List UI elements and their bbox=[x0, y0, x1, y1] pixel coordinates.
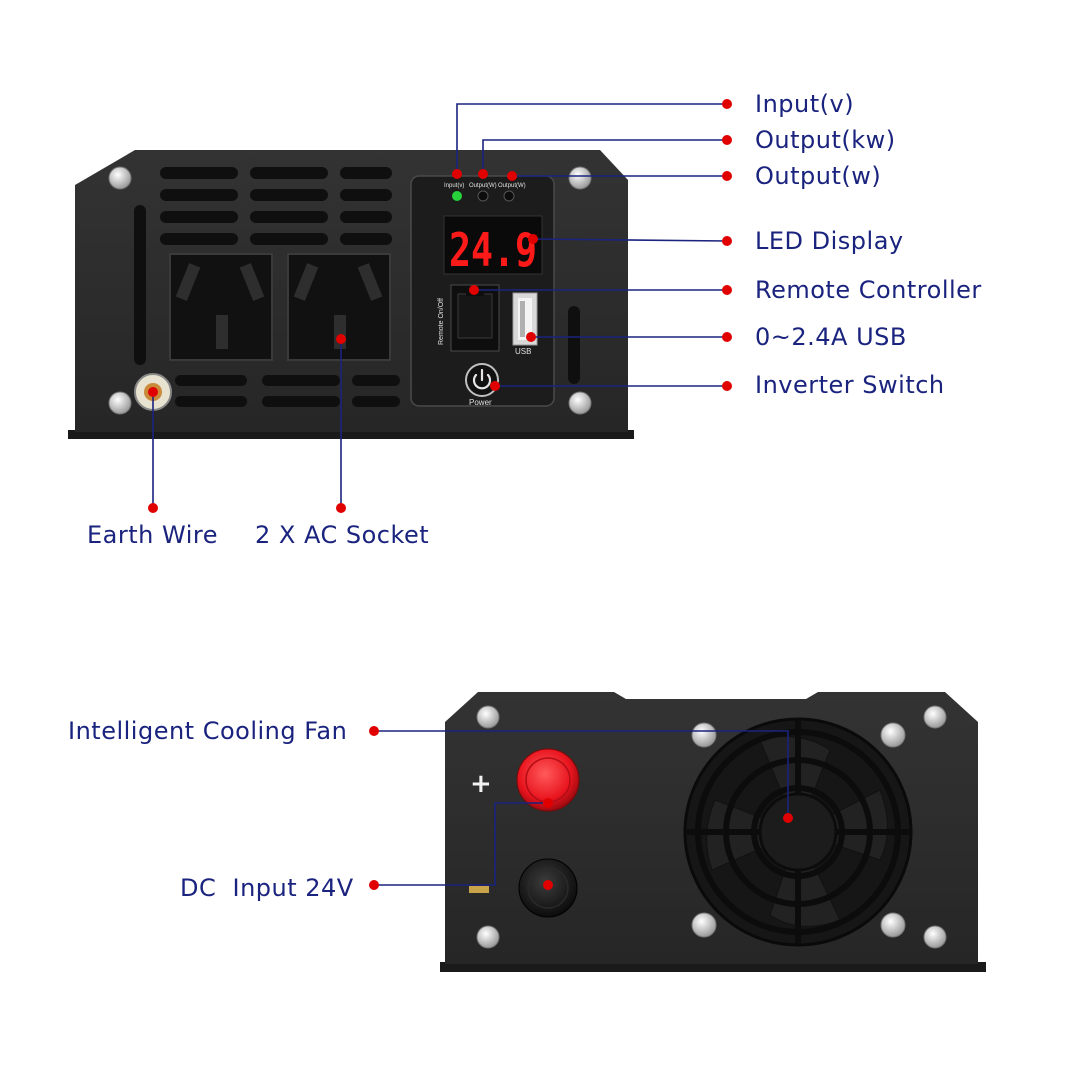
label-dc-input: DC Input 24V bbox=[180, 874, 354, 902]
usb-label: USB bbox=[515, 347, 531, 356]
screw-icon bbox=[108, 166, 592, 415]
label-remote-controller: Remote Controller bbox=[755, 276, 982, 304]
label-earth-wire: Earth Wire bbox=[87, 521, 218, 549]
remote-label: Remote On/Off bbox=[438, 298, 445, 345]
bottom-callout-dots bbox=[369, 726, 793, 890]
screw-icon bbox=[476, 705, 947, 949]
leader-led-display bbox=[532, 238, 728, 242]
leader-output-kw bbox=[482, 139, 727, 174]
indicator-label-input: Input(v) bbox=[444, 183, 464, 189]
label-led-display: LED Display bbox=[755, 227, 904, 255]
label-usb: 0~2.4A USB bbox=[755, 323, 907, 351]
label-ac-socket: 2 X AC Socket bbox=[255, 521, 430, 549]
ac-socket-2 bbox=[287, 253, 391, 361]
output-kw-indicator-led bbox=[477, 190, 489, 202]
led-display bbox=[443, 215, 543, 275]
usb-port bbox=[512, 292, 538, 346]
positive-symbol: + bbox=[470, 769, 492, 799]
label-cooling-fan: Intelligent Cooling Fan bbox=[68, 717, 348, 745]
label-output-w: Output(w) bbox=[755, 162, 882, 190]
leader-cooling-fan bbox=[374, 730, 789, 818]
bottom-vents bbox=[175, 375, 400, 407]
right-slot bbox=[568, 306, 580, 384]
input-indicator-led bbox=[452, 191, 462, 201]
rear-base-plate bbox=[440, 962, 986, 972]
left-slot bbox=[134, 205, 146, 365]
top-callout-dots bbox=[148, 99, 732, 513]
positive-terminal bbox=[516, 748, 580, 812]
remote-port bbox=[450, 284, 500, 352]
power-icon bbox=[472, 368, 492, 390]
base-plate bbox=[68, 430, 634, 439]
led-display-value: 24.9 bbox=[449, 223, 537, 277]
top-callouts bbox=[152, 103, 728, 508]
top-vents bbox=[160, 167, 392, 245]
leader-input-v bbox=[456, 103, 727, 174]
negative-symbol bbox=[469, 886, 489, 893]
ac-socket-1 bbox=[169, 253, 273, 361]
indicator-label-output-1: Output(W) bbox=[469, 183, 497, 189]
front-panel: Input(v) Output(W) Output(W) 24.9 Remote… bbox=[68, 150, 634, 439]
rear-panel: + bbox=[440, 692, 986, 972]
power-label: Power bbox=[469, 398, 492, 407]
bottom-callouts bbox=[374, 730, 789, 886]
output-w-indicator-led bbox=[503, 190, 515, 202]
label-input-v: Input(v) bbox=[755, 90, 855, 118]
label-output-kw: Output(kw) bbox=[755, 126, 896, 154]
power-button bbox=[465, 363, 499, 397]
fan-icon bbox=[683, 717, 913, 947]
leader-dc-input bbox=[374, 802, 548, 886]
indicator-label-output-2: Output(W) bbox=[498, 183, 526, 189]
label-inverter-switch: Inverter Switch bbox=[755, 371, 945, 399]
